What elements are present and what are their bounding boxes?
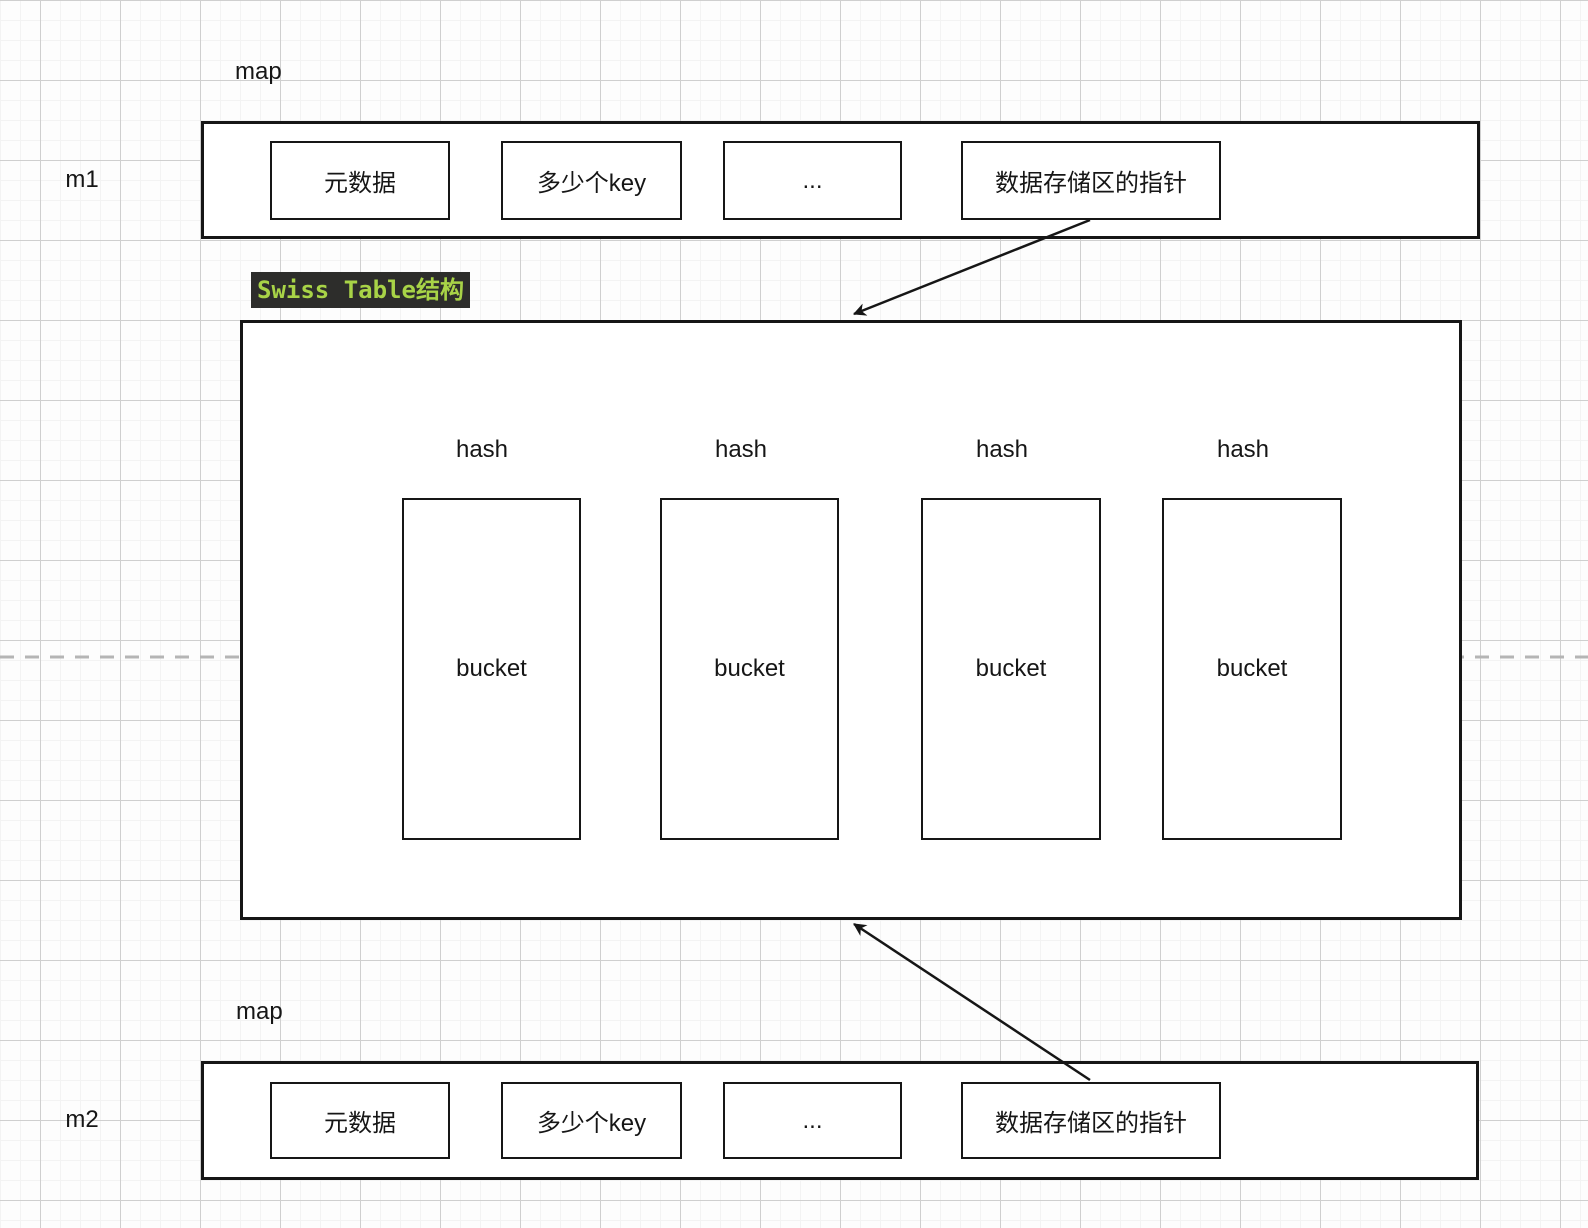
bucket-box-4: bucket [1162,498,1342,840]
bucket-box-2: bucket [660,498,839,840]
map-label-top: map [235,58,282,85]
m2-label: m2 [65,1106,99,1133]
map-label-bottom: map [236,998,283,1025]
m1-label: m1 [65,166,99,193]
hash-label-1: hash [455,436,509,463]
hash-label-3: hash [975,436,1029,463]
swiss-table-box: hash hash hash hash bucket bucket bucket… [240,320,1462,920]
m1-cell-data-pointer: 数据存储区的指针 [961,141,1221,220]
m1-map-struct-box: 元数据 多少个key ... 数据存储区的指针 [201,121,1480,239]
m1-cell-metadata: 元数据 [270,141,450,220]
m2-cell-data-pointer: 数据存储区的指针 [961,1082,1221,1159]
m1-cell-key-count: 多少个key [501,141,682,220]
m2-cell-metadata: 元数据 [270,1082,450,1159]
hash-label-2: hash [714,436,768,463]
hash-label-4: hash [1216,436,1270,463]
bucket-box-3: bucket [921,498,1101,840]
swiss-table-title: Swiss Table结构 [251,272,470,308]
m2-map-struct-box: 元数据 多少个key ... 数据存储区的指针 [201,1061,1479,1180]
m2-cell-ellipsis: ... [723,1082,902,1159]
m2-cell-key-count: 多少个key [501,1082,682,1159]
m1-cell-ellipsis: ... [723,141,902,220]
arrow-m2-to-table [853,922,1091,1082]
bucket-box-1: bucket [402,498,581,840]
